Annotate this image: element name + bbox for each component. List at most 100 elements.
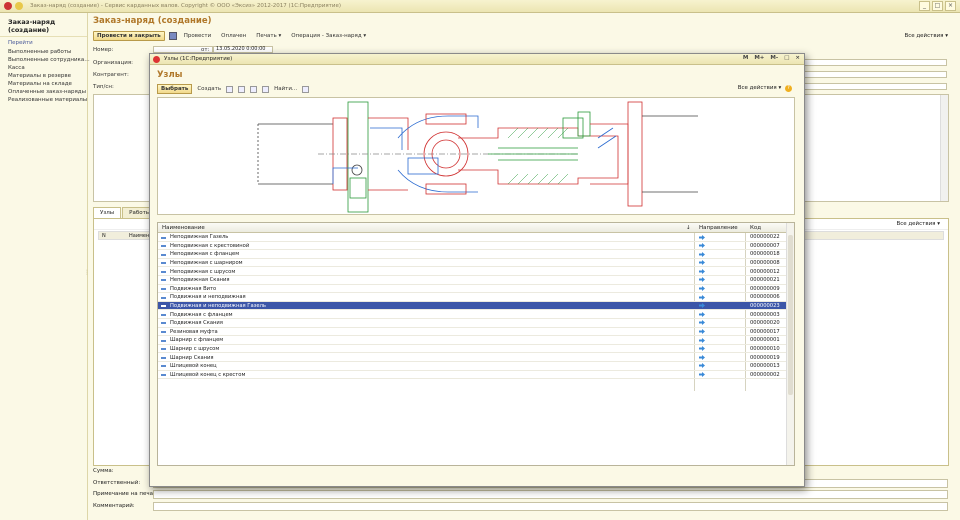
menu-icon[interactable]: [15, 2, 23, 10]
select-button[interactable]: Выбрать: [157, 84, 193, 94]
direction-arrow-icon: [699, 303, 705, 309]
tab-grid-col-n[interactable]: N: [102, 233, 106, 239]
form-toolbar: Провести и закрыть Провести Оплачен Печа…: [93, 30, 369, 42]
post-and-close-button[interactable]: Провести и закрыть: [93, 31, 165, 41]
tab-grid-col-name[interactable]: Наименование: [129, 233, 168, 239]
dialog-maximize-button[interactable]: □: [784, 55, 790, 61]
tab-nodes[interactable]: Узлы: [93, 207, 122, 218]
counterparty-label: Контрагент:: [93, 72, 129, 78]
row-code: 000000001: [750, 337, 780, 344]
counterparty-field[interactable]: [789, 71, 947, 78]
minimize-button[interactable]: _: [919, 1, 930, 11]
scrollbar-thumb[interactable]: [788, 235, 793, 395]
nav-item-warehouse-materials[interactable]: Материалы на складе: [8, 81, 72, 87]
direction-arrow-icon: [699, 320, 705, 326]
print-menu-button[interactable]: Печать ▾: [256, 33, 282, 39]
table-row[interactable]: Шлицевой конец 000000013: [158, 362, 794, 371]
nav-go-label: Перейти: [0, 36, 87, 48]
cardan-drawing-svg: [257, 101, 698, 213]
memory-minus-button[interactable]: M-: [770, 55, 779, 61]
print-note-field[interactable]: [153, 490, 948, 499]
textarea-scrollbar[interactable]: [940, 95, 948, 201]
dialog-heading: Узлы: [157, 70, 183, 80]
item-icon: [161, 296, 166, 299]
table-scrollbar[interactable]: [786, 223, 794, 465]
row-name: Шарнир с шрусом: [170, 345, 220, 352]
type-field[interactable]: [789, 83, 947, 90]
post-button[interactable]: Провести: [183, 33, 212, 39]
item-icon: [161, 331, 166, 334]
item-icon: [161, 313, 166, 316]
panel-resize-grip[interactable]: ⋮: [84, 269, 90, 276]
col-header-name[interactable]: Наименование: [162, 225, 205, 231]
direction-arrow-icon: [699, 354, 705, 360]
nav-item-paid-orders[interactable]: Оплаченные заказ-наряды: [8, 89, 86, 95]
maximize-button[interactable]: □: [932, 1, 943, 11]
help-icon[interactable]: ?: [785, 85, 792, 92]
paid-button[interactable]: Оплачен: [221, 33, 247, 39]
memory-button[interactable]: M: [742, 55, 749, 61]
row-code: 000000013: [750, 363, 780, 370]
column-separator: [694, 233, 695, 391]
all-actions-menu[interactable]: Все действия ▾: [904, 33, 948, 39]
row-name: Подвижная Вито: [170, 285, 217, 292]
folder-icon[interactable]: [226, 85, 234, 93]
comment-label: Комментарий:: [93, 503, 135, 509]
number-label: Номер:: [93, 47, 114, 53]
cancel-search-icon[interactable]: [302, 85, 310, 93]
dialog-titlebar: Узлы (1С:Предприятие) M M+ M- □ ×: [150, 54, 804, 65]
copy-icon[interactable]: [238, 85, 246, 93]
memory-plus-button[interactable]: M+: [754, 55, 765, 61]
dialog-all-actions-menu[interactable]: Все действия ▾: [737, 85, 782, 91]
table-row[interactable]: Подвижная и неподвижная Газель 000000023: [158, 301, 794, 311]
col-header-code[interactable]: Код: [750, 225, 762, 231]
window-title: Заказ-наряд (создание) - Сервис карданны…: [30, 3, 341, 9]
find-button[interactable]: Найти...: [274, 86, 298, 92]
nav-item-cash[interactable]: Касса: [8, 65, 25, 71]
nav-heading[interactable]: Заказ-наряд (создание): [8, 18, 56, 34]
row-name: Подвижная Скания: [170, 320, 223, 327]
col-header-direction[interactable]: Направление: [699, 225, 738, 231]
row-code: 000000012: [750, 268, 780, 275]
row-name: Подвижная и неподвижная Газель: [170, 302, 266, 309]
date-field[interactable]: 13.05.2020 0:00:00: [213, 46, 273, 53]
organization-field[interactable]: [789, 59, 947, 66]
delete-icon[interactable]: [262, 85, 270, 93]
item-icon: [161, 236, 166, 239]
nav-item-sold-materials[interactable]: Реализованные материалы: [8, 97, 88, 103]
create-button[interactable]: Создать: [197, 86, 222, 92]
dialog-close-button[interactable]: ×: [795, 55, 800, 61]
close-button[interactable]: ×: [945, 1, 956, 11]
nav-item-reserved-materials[interactable]: Материалы в резерве: [8, 73, 72, 79]
edit-icon[interactable]: [250, 85, 258, 93]
row-name: Подвижная и неподвижная: [170, 294, 246, 301]
item-icon: [161, 288, 166, 291]
table-row[interactable]: Подвижная Вито 000000009: [158, 285, 794, 294]
row-name: Шлицевой конец: [170, 363, 217, 370]
nav-item-employee-works[interactable]: Выполненные сотрудника…: [8, 57, 90, 63]
comment-field[interactable]: [153, 502, 948, 511]
row-code: 000000009: [750, 285, 780, 292]
operation-menu-button[interactable]: Операция - Заказ-наряд ▾: [291, 33, 367, 39]
nav-item-completed-works[interactable]: Выполненные работы: [8, 49, 72, 55]
direction-arrow-icon: [699, 260, 705, 266]
tab-all-actions-menu[interactable]: Все действия ▾: [896, 221, 940, 227]
row-code: 000000023: [750, 302, 780, 309]
number-field[interactable]: [153, 46, 213, 53]
save-icon[interactable]: [168, 32, 177, 40]
